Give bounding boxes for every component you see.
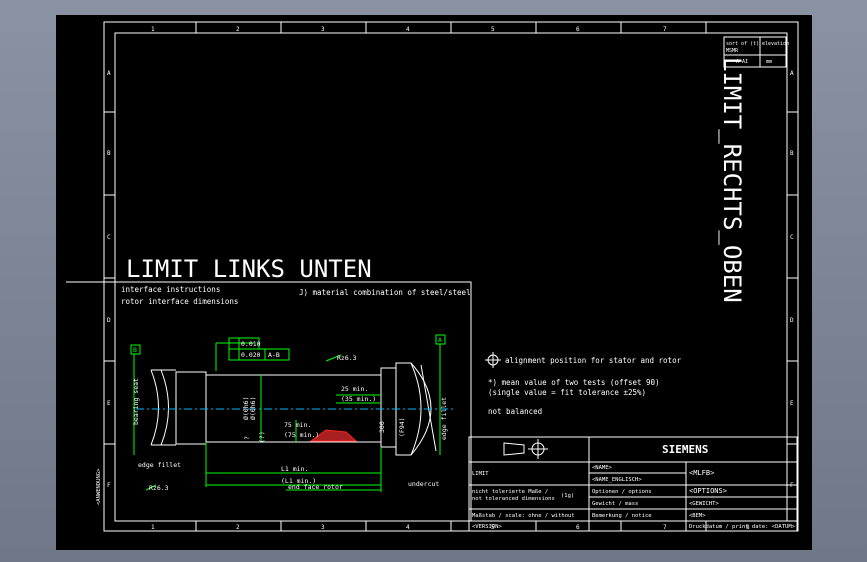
note-interface: interface instructions [121, 285, 220, 294]
row-label: C [790, 234, 794, 241]
row-label: C [107, 234, 111, 241]
alignment-symbol [485, 352, 548, 459]
col-label: 5 [491, 26, 495, 33]
note-single: (single value = fit tolerance ±25%) [488, 388, 646, 397]
svg-text:<GEWICHT>: <GEWICHT> [689, 501, 719, 507]
title-limit-links: LIMIT_LINKS_UNTEN [126, 255, 372, 283]
svg-text:(35 min.): (35 min.) [341, 395, 376, 403]
note-balanced: not balanced [488, 407, 542, 416]
col-label: 7 [663, 26, 667, 33]
svg-text:<MLFB>: <MLFB> [689, 469, 714, 477]
col-label: 3 [321, 524, 325, 531]
svg-text:300: 300 [378, 421, 386, 433]
svg-text:(L1 min.): (L1 min.) [281, 477, 316, 485]
key-section [309, 429, 358, 442]
svg-text:<VERSION>: <VERSION> [472, 524, 502, 530]
svg-text:Maßstab / scale: ohne / withou: Maßstab / scale: ohne / without [472, 513, 575, 519]
row-label: B [790, 150, 794, 157]
row-label: E [107, 400, 111, 407]
svg-text:mm: mm [766, 59, 772, 65]
title-block-text: <NAME> <NAME_ENGLISCH> <MLFB> LIMIT Opti… [472, 465, 796, 530]
col-label: 3 [321, 26, 325, 33]
row-label: D [790, 317, 794, 324]
col-label: 1 [151, 524, 155, 531]
svg-text:edge fillet: edge fillet [440, 397, 448, 440]
svg-text:B: B [133, 346, 137, 354]
svg-text:0.020: 0.020 [241, 351, 261, 359]
row-label: B [107, 150, 111, 157]
frame-labels: 1 2 3 4 5 6 7 1 2 3 4 5 6 7 8 A B C D E … [107, 26, 794, 531]
row-label: A [107, 70, 111, 77]
svg-text:Rz6.3: Rz6.3 [337, 354, 357, 362]
svg-text:A: A [438, 336, 442, 344]
side-label: <ANWENDUNG> [96, 468, 102, 505]
row-label: E [790, 400, 794, 407]
svg-text:edge fillet: edge fillet [138, 461, 181, 469]
svg-text:Druckdatum / print date: <DATU: Druckdatum / print date: <DATUM> [689, 524, 796, 530]
svg-text:Ø(0h6): Ø(0h6) [242, 397, 250, 420]
revision-box [723, 36, 787, 68]
svg-text:(75 min.): (75 min.) [284, 431, 319, 439]
col-label: 6 [576, 524, 580, 531]
svg-text:(?): (?) [258, 431, 266, 443]
svg-text:end face rotor: end face rotor [288, 483, 343, 491]
svg-text:0.010: 0.010 [241, 340, 261, 348]
col-label: 1 [151, 26, 155, 33]
revision-box-text: sort of (t) MSMR A AI elevation mm [726, 41, 789, 65]
svg-text:Gewicht / mass: Gewicht / mass [592, 501, 638, 507]
svg-text:<NAME>: <NAME> [592, 465, 613, 471]
svg-text:Rz6.3: Rz6.3 [149, 484, 169, 492]
row-label: F [107, 482, 111, 489]
svg-text:L1 min.: L1 min. [281, 465, 308, 473]
drawing-annotations: B A 0.010 0.020 A-B Rz6.3 Rz6.3 25 min. … [132, 336, 448, 492]
svg-text:LIMIT: LIMIT [472, 471, 489, 477]
svg-text:A AI: A AI [736, 59, 748, 65]
drawing-canvas[interactable]: 1 2 3 4 5 6 7 1 2 3 4 5 6 7 8 A B C D E … [56, 15, 812, 550]
svg-text:Bemerkung / notice: Bemerkung / notice [592, 513, 652, 519]
notes: interface instructions rotor interface d… [121, 285, 682, 416]
note-mean: *) mean value of two tests (offset 90) [488, 378, 660, 387]
svg-text:A-B: A-B [268, 351, 280, 359]
note-material: J) material combination of steel/steel [299, 288, 471, 297]
col-label: 6 [576, 26, 580, 33]
svg-text:75 min.: 75 min. [284, 421, 311, 429]
col-label: 4 [406, 524, 410, 531]
title-limit-rechts: LIMIT_RECHTS_OBEN [718, 57, 746, 303]
svg-text:bearing seat: bearing seat [132, 378, 140, 425]
svg-text:sort of (t): sort of (t) [726, 41, 759, 47]
brand-logo: SIEMENS [662, 443, 708, 456]
svg-text:Ø(0h6): Ø(0h6) [249, 397, 257, 420]
svg-text:25 min.: 25 min. [341, 385, 368, 393]
cad-drawing: 1 2 3 4 5 6 7 1 2 3 4 5 6 7 8 A B C D E … [66, 21, 799, 532]
svg-text:Optionen / options: Optionen / options [592, 489, 652, 495]
interface-frame [66, 281, 472, 521]
col-label: 2 [236, 524, 240, 531]
svg-text:MSMR: MSMR [726, 48, 739, 54]
svg-text:?: ? [243, 436, 251, 440]
col-label: 5 [491, 524, 495, 531]
row-label: D [107, 317, 111, 324]
svg-text:<OPTIONS>: <OPTIONS> [689, 487, 727, 495]
svg-text:undercut: undercut [408, 480, 439, 488]
col-label: 7 [663, 524, 667, 531]
note-rotor: rotor interface dimensions [121, 297, 238, 306]
svg-text:<BEM>: <BEM> [689, 513, 706, 519]
title-block [468, 436, 798, 532]
col-label: 2 [236, 26, 240, 33]
row-label: A [790, 70, 794, 77]
note-alignment: alignment position for stator and rotor [505, 356, 682, 365]
svg-text:nicht tolerierte Maße /: nicht tolerierte Maße / [472, 489, 548, 495]
row-label: F [790, 482, 794, 489]
col-label: 8 [746, 524, 750, 531]
svg-text:<NAME_ENGLISCH>: <NAME_ENGLISCH> [592, 477, 642, 483]
svg-text:(F94): (F94) [398, 417, 406, 437]
col-label: 4 [406, 26, 410, 33]
svg-text:(1g): (1g) [561, 493, 574, 499]
dimension-lines [133, 342, 441, 492]
svg-text:not toleranced dimensions: not toleranced dimensions [472, 496, 555, 502]
svg-text:elevation: elevation [762, 41, 789, 47]
